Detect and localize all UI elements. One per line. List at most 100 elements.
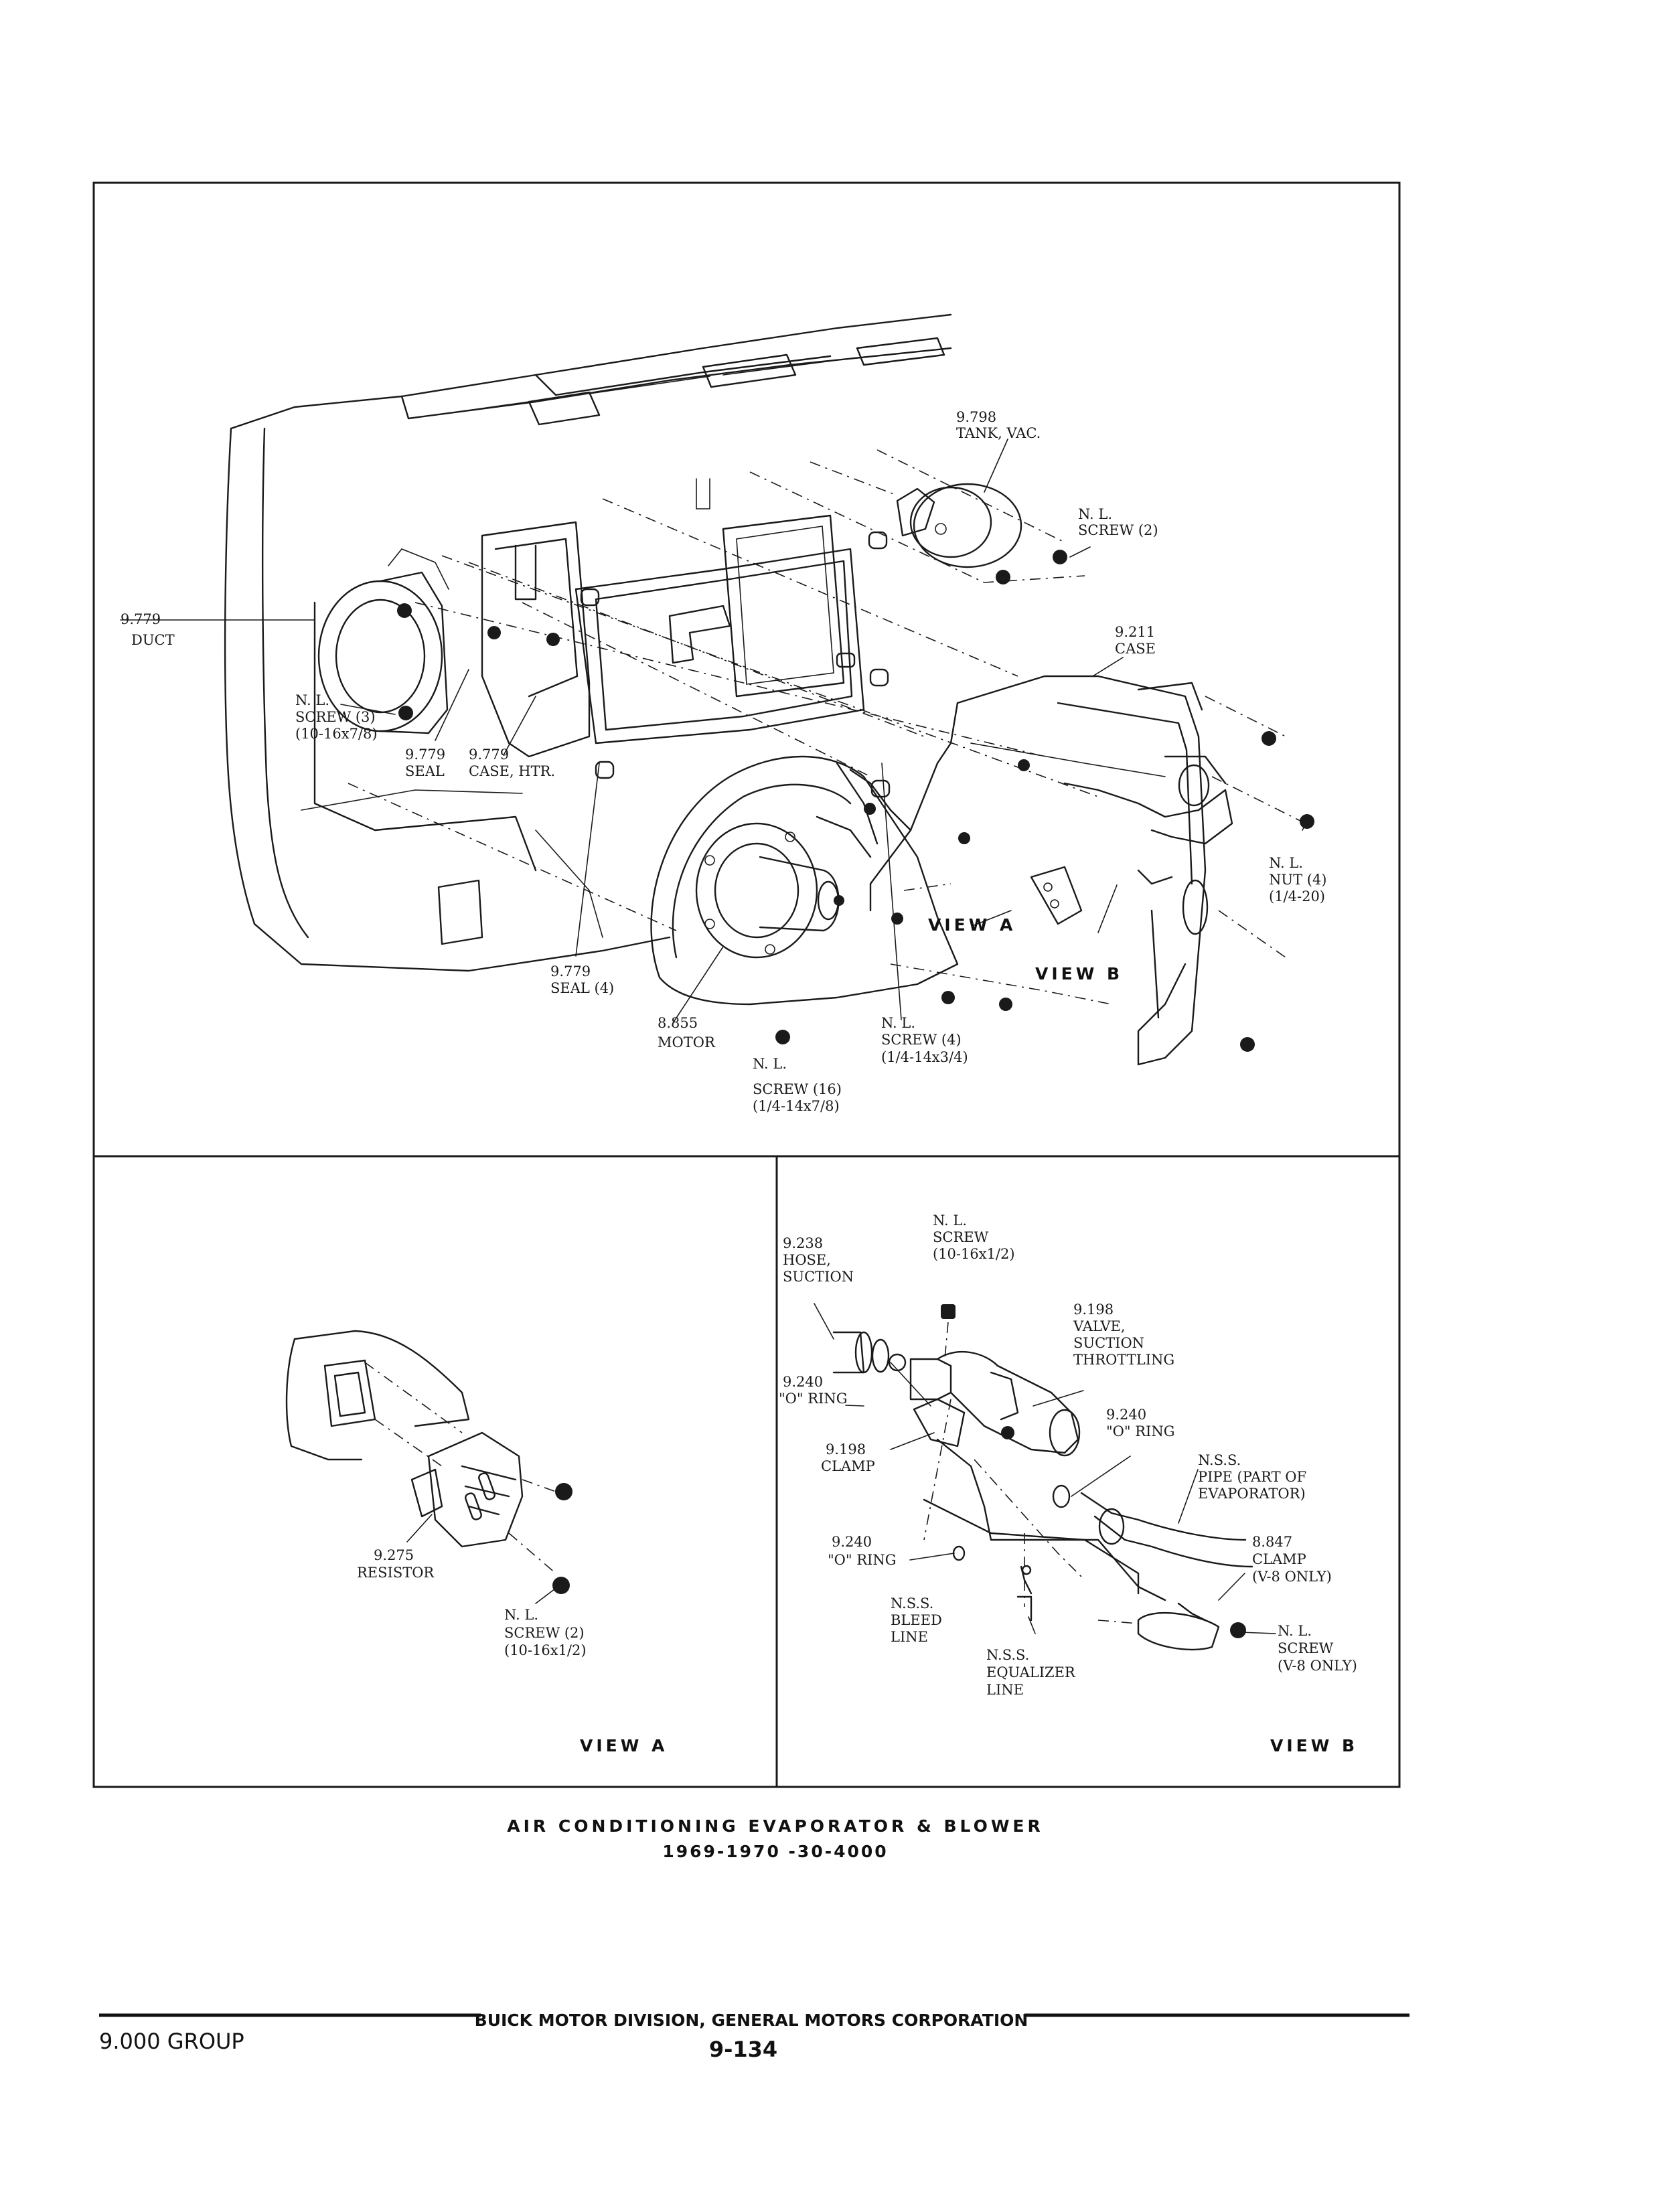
svg-text:9.198: 9.198 bbox=[1073, 1302, 1114, 1318]
diagram-title: AIR CONDITIONING EVAPORATOR & BLOWER bbox=[507, 1816, 1043, 1836]
label-screw-3: N. L. SCREW (3) (10-16x7/8) bbox=[295, 692, 378, 742]
svg-text:N. L.: N. L. bbox=[295, 692, 329, 708]
label-screw-2: N. L. SCREW (2) bbox=[1078, 506, 1158, 538]
view-b-illustration bbox=[814, 1303, 1276, 1651]
svg-text:TANK, VAC.: TANK, VAC. bbox=[956, 425, 1041, 441]
label-case: 9.211 CASE bbox=[1115, 624, 1156, 657]
svg-text:9.240: 9.240 bbox=[1106, 1407, 1146, 1423]
svg-text:9.779: 9.779 bbox=[121, 611, 161, 627]
svg-text:(1/4-14x7/8): (1/4-14x7/8) bbox=[753, 1098, 840, 1114]
svg-text:9.275: 9.275 bbox=[374, 1547, 414, 1563]
label-case-htr: 9.779 CASE, HTR. bbox=[469, 746, 555, 779]
svg-text:9.798: 9.798 bbox=[956, 409, 996, 425]
svg-text:9.240: 9.240 bbox=[832, 1534, 872, 1550]
label-seal-4: 9.779 SEAL (4) bbox=[550, 963, 614, 996]
label-motor: 8.855 MOTOR bbox=[658, 1015, 716, 1050]
label-screw-v8: N. L. SCREW (V-8 ONLY) bbox=[1278, 1623, 1357, 1674]
label-seal: 9.779 SEAL bbox=[405, 746, 445, 779]
svg-text:N. L.: N. L. bbox=[933, 1212, 967, 1229]
svg-text:SUCTION: SUCTION bbox=[783, 1269, 854, 1285]
label-duct: 9.779 DUCT bbox=[121, 611, 175, 648]
main-view-illustration bbox=[120, 313, 1314, 1066]
svg-text:(V-8 ONLY): (V-8 ONLY) bbox=[1278, 1658, 1357, 1674]
label-valve: 9.198 VALVE, SUCTION THROTTLING bbox=[1073, 1302, 1174, 1368]
svg-text:SCREW (2): SCREW (2) bbox=[1078, 522, 1158, 538]
svg-text:N. L.: N. L. bbox=[1269, 855, 1303, 871]
svg-text:9.198: 9.198 bbox=[826, 1441, 866, 1458]
svg-text:SCREW (2): SCREW (2) bbox=[504, 1625, 585, 1641]
svg-text:SEAL: SEAL bbox=[405, 763, 445, 779]
svg-text:8.855: 8.855 bbox=[658, 1015, 698, 1031]
group-label: 9.000 GROUP bbox=[99, 2029, 244, 2054]
view-a-caption: VIEW A bbox=[580, 1736, 668, 1755]
svg-text:VALVE,: VALVE, bbox=[1073, 1318, 1126, 1334]
svg-text:(10-16x1/2): (10-16x1/2) bbox=[504, 1642, 587, 1658]
label-tank-vac: 9.798 TANK, VAC. bbox=[956, 409, 1041, 441]
svg-text:BLEED: BLEED bbox=[891, 1612, 942, 1628]
svg-text:SCREW: SCREW bbox=[933, 1229, 989, 1245]
svg-text:N.S.S.: N.S.S. bbox=[1198, 1452, 1241, 1468]
label-bleed-line: N.S.S. BLEED LINE bbox=[891, 1595, 942, 1645]
svg-text:"O" RING: "O" RING bbox=[828, 1552, 896, 1568]
svg-text:8.847: 8.847 bbox=[1252, 1534, 1292, 1550]
svg-text:CASE: CASE bbox=[1115, 641, 1156, 657]
footer: 9.000 GROUP BUICK MOTOR DIVISION, GENERA… bbox=[99, 2011, 1409, 2062]
svg-text:SCREW (16): SCREW (16) bbox=[753, 1081, 842, 1097]
svg-text:9.211: 9.211 bbox=[1115, 624, 1155, 640]
diagram-frames bbox=[92, 181, 1401, 1788]
svg-text:N.S.S.: N.S.S. bbox=[986, 1647, 1029, 1663]
svg-text:THROTTLING: THROTTLING bbox=[1073, 1352, 1174, 1368]
label-hose-suction: 9.238 HOSE, SUCTION bbox=[783, 1235, 854, 1285]
page-number: 9-134 bbox=[709, 2037, 777, 2062]
svg-text:PIPE (PART OF: PIPE (PART OF bbox=[1198, 1469, 1306, 1485]
view-b-caption: VIEW B bbox=[1270, 1736, 1358, 1755]
svg-text:EVAPORATOR): EVAPORATOR) bbox=[1198, 1486, 1306, 1502]
svg-text:N. L.: N. L. bbox=[504, 1607, 538, 1623]
svg-text:CASE, HTR.: CASE, HTR. bbox=[469, 763, 555, 779]
label-clamp: 9.198 CLAMP bbox=[821, 1441, 875, 1474]
spacer-icon bbox=[580, 531, 891, 798]
svg-text:SEAL (4): SEAL (4) bbox=[550, 980, 614, 996]
label-screw-4: N. L. SCREW (4) (1/4-14x3/4) bbox=[881, 1015, 968, 1065]
screw-icon bbox=[397, 550, 1314, 1052]
label-screw-16: N. L. SCREW (16) (1/4-14x7/8) bbox=[753, 1056, 842, 1114]
svg-text:"O" RING: "O" RING bbox=[1106, 1423, 1174, 1439]
svg-text:MOTOR: MOTOR bbox=[658, 1034, 716, 1050]
svg-text:(10-16x7/8): (10-16x7/8) bbox=[295, 726, 378, 742]
view-a-callout: VIEW A bbox=[928, 915, 1016, 935]
svg-text:RESISTOR: RESISTOR bbox=[357, 1565, 435, 1581]
svg-text:SUCTION: SUCTION bbox=[1073, 1335, 1144, 1351]
svg-text:HOSE,: HOSE, bbox=[783, 1252, 831, 1268]
label-o-ring-2: 9.240 "O" RING bbox=[1106, 1407, 1174, 1439]
svg-text:LINE: LINE bbox=[986, 1682, 1024, 1698]
label-equalizer-line: N.S.S. EQUALIZER LINE bbox=[986, 1647, 1076, 1698]
label-o-ring-1: 9.240 "O" RING bbox=[779, 1374, 847, 1407]
svg-text:(1/4-20): (1/4-20) bbox=[1269, 888, 1325, 905]
diagram-subtitle: 1969-1970 -30-4000 bbox=[662, 1842, 888, 1861]
svg-text:9.238: 9.238 bbox=[783, 1235, 823, 1251]
view-b-callout: VIEW B bbox=[1035, 964, 1123, 984]
svg-text:N. L.: N. L. bbox=[1278, 1623, 1312, 1639]
view-a-illustration bbox=[285, 1330, 572, 1604]
svg-text:9.779: 9.779 bbox=[469, 746, 509, 763]
svg-text:9.779: 9.779 bbox=[550, 963, 591, 979]
svg-text:SCREW (3): SCREW (3) bbox=[295, 709, 376, 725]
svg-text:(1/4-14x3/4): (1/4-14x3/4) bbox=[881, 1049, 968, 1065]
svg-text:NUT (4): NUT (4) bbox=[1269, 872, 1327, 888]
svg-text:CLAMP: CLAMP bbox=[821, 1458, 875, 1474]
label-nut-4: N. L. NUT (4) (1/4-20) bbox=[1269, 855, 1327, 905]
label-view-b-screw: N. L. SCREW (10-16x1/2) bbox=[933, 1212, 1015, 1262]
svg-text:DUCT: DUCT bbox=[131, 632, 175, 648]
svg-text:EQUALIZER: EQUALIZER bbox=[986, 1664, 1076, 1680]
svg-text:SCREW: SCREW bbox=[1278, 1640, 1334, 1656]
svg-text:N. L.: N. L. bbox=[881, 1015, 915, 1031]
svg-text:(V-8 ONLY): (V-8 ONLY) bbox=[1252, 1569, 1332, 1585]
svg-text:N.S.S.: N.S.S. bbox=[891, 1595, 933, 1611]
label-clamp-v8: 8.847 CLAMP (V-8 ONLY) bbox=[1252, 1534, 1332, 1585]
svg-text:"O" RING: "O" RING bbox=[779, 1391, 847, 1407]
label-pipe: N.S.S. PIPE (PART OF EVAPORATOR) bbox=[1198, 1452, 1306, 1502]
label-view-a-screw-2: N. L. SCREW (2) (10-16x1/2) bbox=[504, 1607, 587, 1658]
svg-text:9.779: 9.779 bbox=[405, 746, 445, 763]
company-name: BUICK MOTOR DIVISION, GENERAL MOTORS COR… bbox=[475, 2011, 1028, 2030]
